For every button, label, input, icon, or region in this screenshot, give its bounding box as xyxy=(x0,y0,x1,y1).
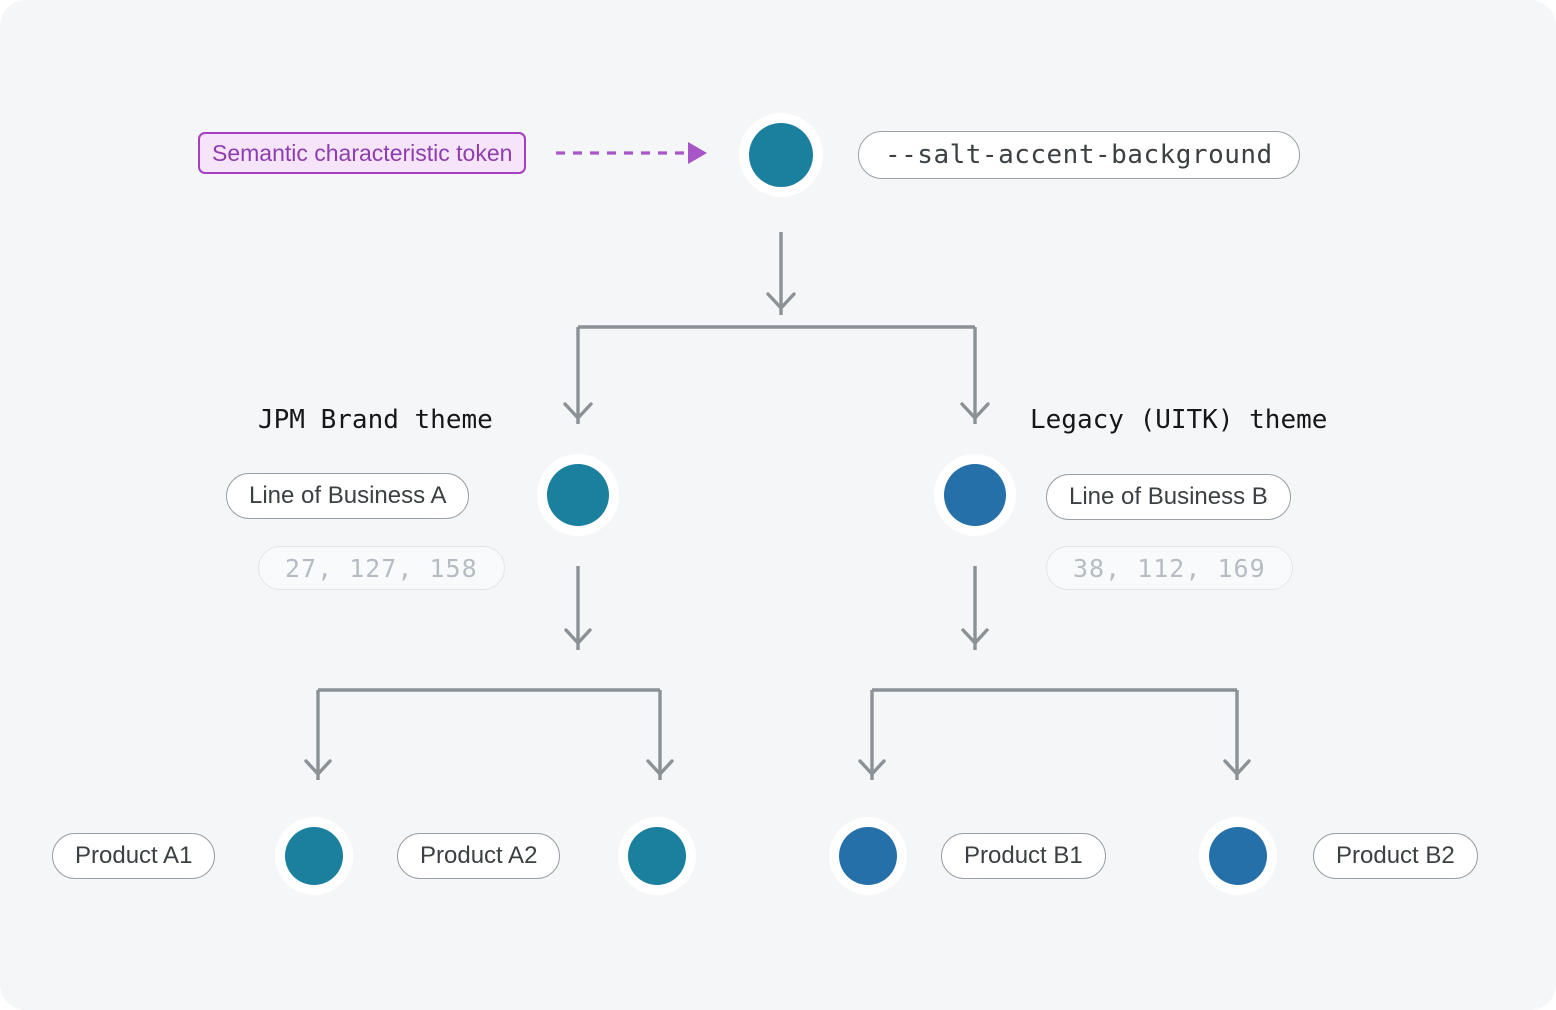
product-b1-pill[interactable]: Product B1 xyxy=(941,833,1106,879)
theme-b-lob-label: Line of Business B xyxy=(1069,483,1268,510)
theme-a-caption: JPM Brand theme xyxy=(258,405,493,435)
product-a2-label: Product A2 xyxy=(420,842,538,869)
theme-a-rgb-label: 27, 127, 158 xyxy=(285,553,478,583)
theme-b-swatch-disc xyxy=(944,464,1006,526)
theme-a-lob-pill[interactable]: Line of Business A xyxy=(226,473,470,519)
product-b1-swatch-disc xyxy=(839,827,897,885)
annotation-arrow xyxy=(556,142,707,164)
theme-b-caption: Legacy (UITK) theme xyxy=(1030,405,1328,435)
product-a1-label: Product A1 xyxy=(75,842,193,869)
product-b2-swatch[interactable] xyxy=(1199,817,1277,895)
semantic-token-callout: Semantic characteristic token xyxy=(198,132,527,174)
product-a1-pill[interactable]: Product A1 xyxy=(52,833,216,879)
product-b2-pill[interactable]: Product B2 xyxy=(1313,833,1478,879)
semantic-token-callout-label: Semantic characteristic token xyxy=(212,139,513,166)
theme-b-swatch[interactable] xyxy=(934,454,1016,536)
product-b1-swatch[interactable] xyxy=(829,817,907,895)
product-b2-label: Product B2 xyxy=(1336,842,1455,869)
product-b2-swatch-disc xyxy=(1209,827,1267,885)
product-a1-swatch[interactable] xyxy=(275,817,353,895)
root-swatch-disc xyxy=(749,123,813,187)
wire-theme-b-to-products xyxy=(858,566,1251,780)
root-token-label: --salt-accent-background xyxy=(885,140,1273,170)
wire-theme-a-to-products xyxy=(304,566,674,780)
theme-b-rgb-label: 38, 112, 169 xyxy=(1073,553,1266,583)
theme-b-lob-pill[interactable]: Line of Business B xyxy=(1046,474,1291,520)
wire-root-to-themes xyxy=(563,232,990,424)
theme-a-rgb-pill: 27, 127, 158 xyxy=(258,546,505,590)
product-b1-label: Product B1 xyxy=(964,842,1083,869)
theme-a-lob-label: Line of Business A xyxy=(249,482,447,509)
product-a1-swatch-disc xyxy=(285,827,343,885)
root-swatch[interactable] xyxy=(739,113,823,197)
product-a2-pill[interactable]: Product A2 xyxy=(397,833,561,879)
theme-b-rgb-pill: 38, 112, 169 xyxy=(1046,546,1293,590)
root-token-pill[interactable]: --salt-accent-background xyxy=(858,131,1300,179)
theme-a-swatch-disc xyxy=(547,464,609,526)
theme-a-swatch[interactable] xyxy=(537,454,619,536)
product-a2-swatch-disc xyxy=(628,827,686,885)
product-a2-swatch[interactable] xyxy=(618,817,696,895)
